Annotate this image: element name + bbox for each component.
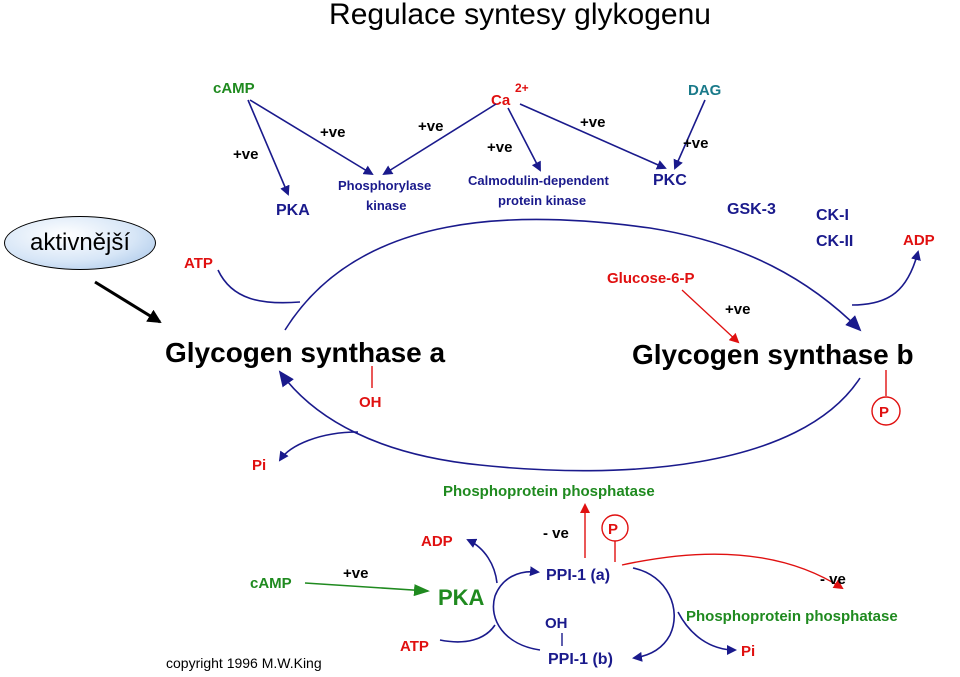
- pi-bottom-output-arrow: [677, 611, 737, 655]
- pos-effect-label: +ve: [487, 139, 512, 156]
- glucose-6-p-label: Glucose-6-P: [607, 270, 695, 287]
- glucose-6-p-activation-arrow: [681, 289, 740, 344]
- neg-effect-label: - ve: [543, 525, 569, 542]
- camk-line2: protein kinase: [498, 193, 586, 208]
- callout-bubble: aktivnější: [4, 216, 156, 270]
- adp-label: ADP: [903, 232, 935, 249]
- adp-bottom-label: ADP: [421, 533, 453, 550]
- camp-to-pka-bottom-arrow: [304, 582, 430, 597]
- camp-bottom-label: cAMP: [250, 575, 292, 592]
- pos-effect-label: +ve: [725, 301, 750, 318]
- pkc-label: PKC: [653, 172, 687, 189]
- pos-effect-label: +ve: [320, 124, 345, 141]
- camp-to-phk-arrow: [249, 99, 374, 176]
- ca-to-pkc-arrow: [519, 103, 667, 170]
- pi-bottom-label: Pi: [741, 643, 755, 660]
- phosphoprotein-phosphatase-top-label: Phosphoprotein phosphatase: [443, 483, 655, 500]
- glycogen-synthase-b-label: Glycogen synthase b: [632, 339, 914, 370]
- ca-superscript: 2+: [515, 81, 529, 95]
- ck1-label: CK-I: [816, 207, 849, 224]
- ppi1b-label: PPI-1 (b): [548, 651, 613, 668]
- ppi1-dephosphorylation-arc-arrow: [632, 567, 675, 662]
- ppi1-to-phosphatase-inhibition-arrow: [621, 553, 844, 590]
- pos-effect-label: +ve: [233, 146, 258, 163]
- ca-label: Ca: [491, 92, 511, 109]
- camp-to-pka-arrow: [247, 99, 290, 196]
- ca-to-phk-arrow: [382, 103, 497, 176]
- ppi1b-oh-label: OH: [545, 615, 568, 632]
- ck2-label: CK-II: [816, 233, 853, 250]
- glycogen-synthase-a-label: Glycogen synthase a: [165, 337, 446, 368]
- oh-label: OH: [359, 394, 382, 411]
- pka-top-label: PKA: [276, 202, 310, 219]
- adp-bottom-output-arrow: [466, 538, 498, 584]
- callout-pointer-arrow: [94, 280, 162, 324]
- pi-output-arrow: [278, 431, 359, 462]
- dephosphorylation-arc-arrow: [278, 370, 861, 472]
- diagram-panel: [163, 70, 960, 677]
- copyright-text: copyright 1996 M.W.King: [166, 655, 322, 671]
- camk-line1: Calmodulin-dependent: [468, 173, 610, 188]
- camp-top-label: cAMP: [213, 80, 255, 97]
- gsk3-label: GSK-3: [727, 201, 776, 218]
- phosphorylation-arc-arrow: [284, 218, 862, 332]
- phosphoprotein-phosphatase-bottom-label: Phosphoprotein phosphatase: [686, 608, 898, 625]
- phosphorylase-kinase-line2: kinase: [366, 198, 406, 213]
- neg-effect-label: - ve: [820, 571, 846, 588]
- atp-bottom-input-curve: [439, 624, 496, 643]
- phosphate-circle: [871, 396, 901, 426]
- atp-label: ATP: [184, 255, 213, 272]
- dag-to-pkc-arrow: [673, 99, 706, 170]
- pos-effect-label: +ve: [418, 118, 443, 135]
- pi-top-label: Pi: [252, 457, 266, 474]
- ppi1a-label: PPI-1 (a): [546, 567, 610, 584]
- pos-effect-label: +ve: [683, 135, 708, 152]
- dag-label: DAG: [688, 82, 721, 99]
- atp-bottom-label: ATP: [400, 638, 429, 655]
- phosphate-label: P: [879, 404, 889, 421]
- ca-to-camk-arrow: [507, 107, 541, 172]
- pos-effect-label: +ve: [343, 565, 368, 582]
- ppi1-phosphate-circle: [601, 514, 629, 542]
- ppi1-phosphate-label: P: [608, 521, 618, 538]
- pka-bottom-label: PKA: [438, 585, 485, 610]
- atp-input-curve: [217, 269, 301, 304]
- pos-effect-label: +ve: [580, 114, 605, 131]
- page-title: Regulace syntesy glykogenu: [329, 0, 711, 31]
- phosphorylase-kinase-line1: Phosphorylase: [338, 178, 431, 193]
- adp-output-arrow: [851, 250, 921, 306]
- callout-text: aktivnější: [29, 229, 131, 256]
- pka-phosphorylation-arc-arrow: [492, 566, 541, 651]
